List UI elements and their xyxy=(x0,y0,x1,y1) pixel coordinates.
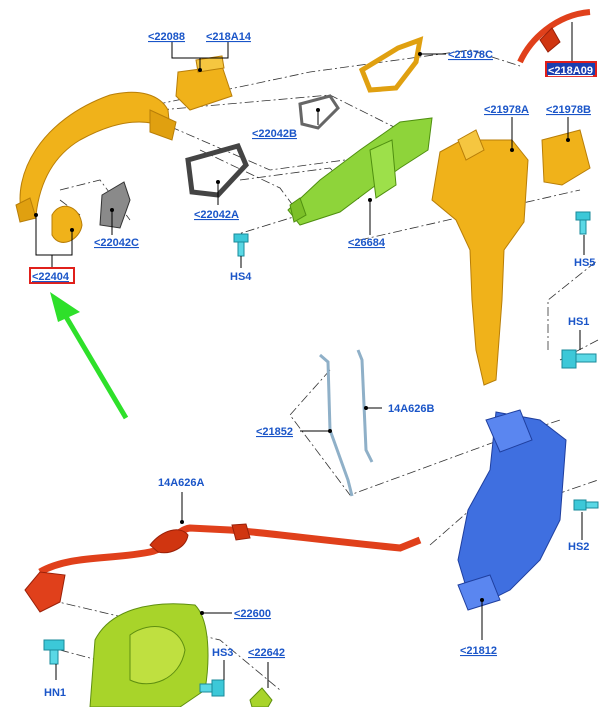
label-14a626b: 14A626B xyxy=(388,403,435,415)
label-26684[interactable]: <26684 xyxy=(348,237,386,249)
latch-reinforcement-21978a xyxy=(431,129,591,386)
green-pointer-arrow-icon xyxy=(50,292,129,420)
label-21978b[interactable]: <21978B xyxy=(546,104,591,116)
label-22088[interactable]: <22088 xyxy=(148,31,185,43)
label-22642[interactable]: <22642 xyxy=(248,647,285,659)
fastener-hs4 xyxy=(233,233,249,257)
fasteners xyxy=(43,211,599,697)
door-latch-21812 xyxy=(457,409,567,611)
label-21978a[interactable]: <21978A xyxy=(484,104,529,116)
inner-handle-bracket-26684 xyxy=(287,117,433,226)
label-21978c[interactable]: <21978C xyxy=(448,49,493,61)
fastener-hs5 xyxy=(575,211,591,235)
label-218a09[interactable]: <218A09 xyxy=(548,65,593,77)
leader-dots xyxy=(34,52,570,615)
label-hs4: HS4 xyxy=(230,271,252,283)
label-hn1: HN1 xyxy=(44,687,66,699)
highlight-box-218a09 xyxy=(545,61,597,77)
label-218a14[interactable]: <218A14 xyxy=(206,31,252,43)
fastener-hs3 xyxy=(199,679,225,697)
release-cables xyxy=(24,9,591,613)
inner-handle-trim-22600 xyxy=(89,603,273,707)
label-hs1: HS1 xyxy=(568,316,589,328)
label-hs5: HS5 xyxy=(574,257,595,269)
leader-lines xyxy=(35,22,585,688)
part-labels: <22088 <218A14 <21978C <218A09 <22042B <… xyxy=(32,31,595,699)
gaskets xyxy=(99,94,340,229)
label-22600[interactable]: <22600 xyxy=(234,608,271,620)
label-hs2: HS2 xyxy=(568,541,589,553)
outside-handle-assembly xyxy=(15,55,233,243)
label-22042a[interactable]: <22042A xyxy=(194,209,239,221)
label-22404[interactable]: <22404 xyxy=(32,271,70,283)
label-22042b[interactable]: <22042B xyxy=(252,128,297,140)
highlight-box-22404 xyxy=(29,267,75,284)
control-rods xyxy=(319,349,374,497)
bracket-21978c xyxy=(358,36,424,93)
label-22042c[interactable]: <22042C xyxy=(94,237,139,249)
fastener-hs2 xyxy=(573,499,599,511)
fastener-hn1 xyxy=(43,639,65,665)
label-hs3: HS3 xyxy=(212,647,233,659)
label-21812[interactable]: <21812 xyxy=(460,645,497,657)
label-21852[interactable]: <21852 xyxy=(256,426,293,438)
label-14a626a: 14A626A xyxy=(158,477,205,489)
fastener-hs1 xyxy=(561,349,597,369)
